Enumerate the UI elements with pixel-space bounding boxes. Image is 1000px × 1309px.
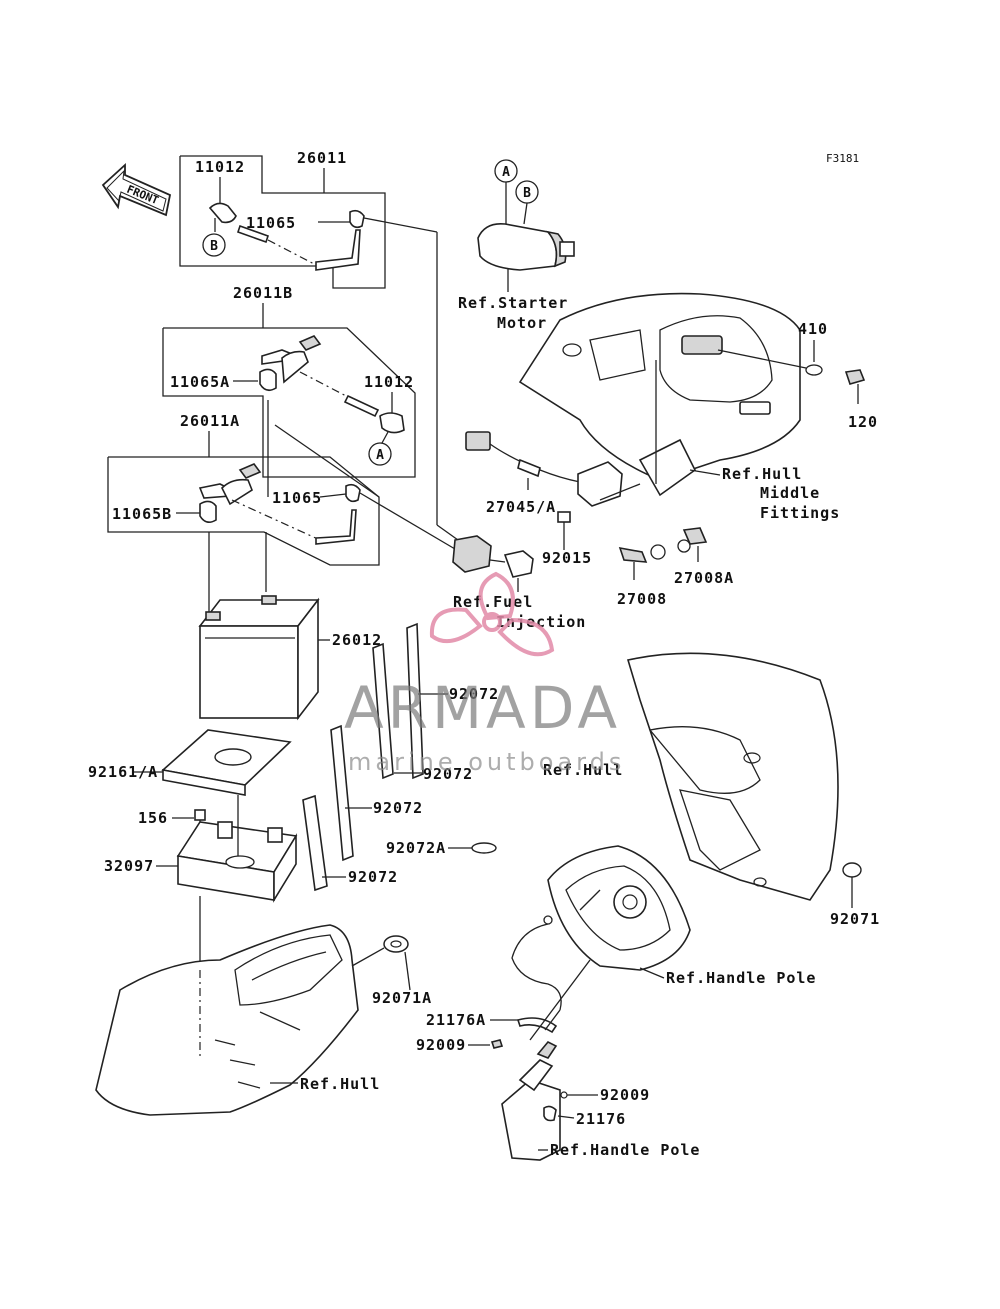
label-11065-mid: 11065 xyxy=(272,489,322,507)
figure-id: F3181 xyxy=(826,152,859,165)
group-bracket-26011a xyxy=(107,456,380,566)
hull-middle-fittings: Ref.Hull Middle Fittings xyxy=(518,292,840,522)
label-92072a: 92072A xyxy=(386,839,446,857)
battery-case-32097: 32097 xyxy=(104,795,298,970)
label-11065a: 11065A xyxy=(170,373,230,391)
label-26011a: 26011A xyxy=(180,412,240,430)
cable-26011b-group: 26011B 11065A 11012 A xyxy=(162,284,416,478)
label-27008: 27008 xyxy=(617,590,667,608)
label-ref-hull-right: Ref.Hull xyxy=(543,761,623,779)
straps-92072: 92072 92072 92072 92072 xyxy=(302,622,499,892)
callout-b-top xyxy=(202,233,226,257)
label-26012: 26012 xyxy=(332,631,382,649)
label-21176a: 21176A xyxy=(426,1011,486,1029)
group-bracket-26011b xyxy=(162,327,416,478)
harness-27045a: 27045/A 92015 xyxy=(465,360,657,567)
grommet-92071a: 92071A xyxy=(351,935,432,1007)
hull-lower: Ref.Hull xyxy=(95,924,380,1116)
label-92071: 92071 xyxy=(830,910,880,928)
label-ref-handle-2: Ref.Handle Pole xyxy=(550,1141,700,1159)
svg-text:A: A xyxy=(502,165,510,180)
label-ref-hull-mid-1: Ref.Hull xyxy=(722,465,802,483)
label-ref-hull-mid-2: Middle xyxy=(760,484,820,502)
label-ref-hull-lower: Ref.Hull xyxy=(300,1075,380,1093)
starter-motor: A B Ref.Starter Motor xyxy=(458,159,575,332)
label-ref-starter-2: Motor xyxy=(497,314,547,332)
propeller-logo-icon xyxy=(429,571,555,657)
label-92072-b: 92072 xyxy=(423,765,473,783)
label-92072-a: 92072 xyxy=(449,685,499,703)
label-11012-top: 11012 xyxy=(195,158,245,176)
handle-pole-plate: Ref.Handle Pole xyxy=(547,845,816,987)
key-27008: 27008 xyxy=(617,544,667,608)
label-21176: 21176 xyxy=(576,1110,626,1128)
watermark-brand: ARMADA xyxy=(344,674,621,742)
handle-pole-lower: 92009 21176 Ref.Handle Pole xyxy=(501,1041,700,1161)
label-120: 120 xyxy=(848,413,878,431)
label-26011b: 26011B xyxy=(233,284,293,302)
label-11012-mid: 11012 xyxy=(364,373,414,391)
label-ref-hull-mid-3: Fittings xyxy=(760,504,840,522)
battery-26012: 26012 xyxy=(198,595,382,721)
label-ref-fuel-2: Injection xyxy=(496,613,586,631)
label-11065-top: 11065 xyxy=(246,214,296,232)
bolt-156: 156 xyxy=(138,809,206,845)
battery-pad-92161a: 92161/A xyxy=(88,729,292,796)
label-11065b: 11065B xyxy=(112,505,172,523)
clip-92072a: 92072A xyxy=(386,839,497,857)
terminal-cap-11012-top xyxy=(208,202,237,224)
terminal-cap-11065-mid xyxy=(345,483,361,503)
key-27008a: 27008A xyxy=(674,527,734,587)
armada-watermark: ARMADA marine outboards xyxy=(344,571,625,776)
grommet-92071 xyxy=(842,862,862,878)
label-410: 410 xyxy=(798,320,828,338)
label-ref-starter-1: Ref.Starter xyxy=(458,294,568,312)
terminal-cap-11065-top xyxy=(349,209,365,229)
label-92009-b: 92009 xyxy=(600,1086,650,1104)
label-32097: 32097 xyxy=(104,857,154,875)
svg-text:A: A xyxy=(376,448,384,463)
label-92071a: 92071A xyxy=(372,989,432,1007)
cable-26011-group: 26011 11012 B 11065 xyxy=(179,149,459,541)
terminal-cap-11012-mid xyxy=(379,412,405,434)
callout-a-mid xyxy=(368,442,392,466)
label-92072-c: 92072 xyxy=(373,799,423,817)
svg-text:B: B xyxy=(523,186,531,201)
label-27045a: 27045/A xyxy=(486,498,556,516)
ring-terminal-26011 xyxy=(236,224,270,244)
label-92015: 92015 xyxy=(542,549,592,567)
cable-26011 xyxy=(315,229,361,271)
group-bracket-26011 xyxy=(179,155,386,289)
bolt-120: 120 xyxy=(844,369,878,431)
sensor-cable-21176a: 21176A 92009 xyxy=(416,915,591,1054)
label-ref-handle-1: Ref.Handle Pole xyxy=(666,969,816,987)
label-92072-d: 92072 xyxy=(348,868,398,886)
terminal-cap-11065b xyxy=(199,500,217,524)
label-92161a: 92161/A xyxy=(88,763,158,781)
hull-right: Ref.Hull 92071 xyxy=(543,652,880,928)
svg-text:B: B xyxy=(210,239,218,254)
label-156: 156 xyxy=(138,809,168,827)
terminal-cap-11065a xyxy=(259,368,277,392)
washer-410: 410 xyxy=(717,320,828,376)
front-arrow-icon: FRONT xyxy=(101,162,172,217)
label-26011: 26011 xyxy=(297,149,347,167)
cable-26011a-group: 26011A 11065B 11065 xyxy=(107,400,456,618)
cable-26011a xyxy=(315,509,357,545)
terminal-post-26011b xyxy=(343,394,380,418)
label-27008a: 27008A xyxy=(674,569,734,587)
label-92009-a: 92009 xyxy=(416,1036,466,1054)
watermark-tagline: marine outboards xyxy=(348,748,625,776)
